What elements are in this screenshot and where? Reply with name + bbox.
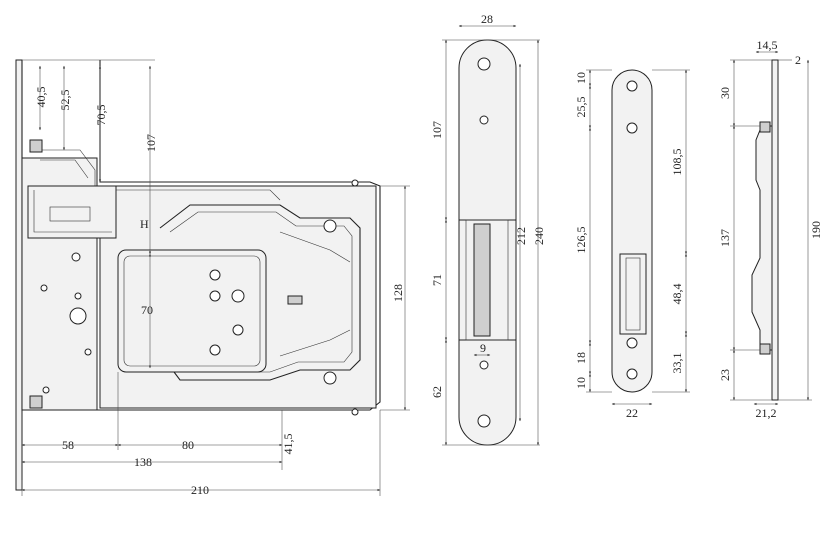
dim-48-4: 48,4	[670, 284, 684, 305]
screw-hole	[209, 344, 221, 356]
follower-hole	[69, 307, 87, 325]
dim-18: 18	[574, 352, 588, 364]
dim-9: 9	[480, 341, 486, 355]
screw-hole	[232, 324, 244, 336]
dim-128: 128	[391, 284, 405, 302]
dim-210: 210	[191, 483, 209, 497]
screw-hole	[231, 289, 245, 303]
screw-hole	[626, 122, 638, 134]
screw-hole	[479, 360, 489, 370]
dim-10-bottom: 10	[574, 377, 588, 389]
profile-body	[751, 125, 773, 351]
profile-view: 14,5 2 30 137 23 190 21,2	[718, 38, 823, 420]
dim-71: 71	[430, 274, 444, 286]
latch-tab	[29, 395, 43, 409]
dim-107: 107	[430, 121, 444, 139]
profile-plate	[771, 59, 779, 401]
screw-hole	[323, 219, 337, 233]
screw-hole	[477, 57, 491, 71]
screw-hole	[351, 179, 359, 187]
dim-108-5: 108,5	[670, 149, 684, 176]
dim-107: 107	[144, 134, 158, 152]
dim-138: 138	[134, 455, 152, 469]
dim-190: 190	[809, 221, 823, 239]
side-view: H 40,5 52,5 70,5 107 70 128 58 80	[15, 59, 410, 497]
dim-52-5: 52,5	[58, 90, 72, 111]
dim-23: 23	[718, 369, 732, 381]
faceplate-view: 28 107 71 62 212 240 9	[430, 12, 546, 446]
screw-hole	[626, 80, 638, 92]
dim-58: 58	[62, 438, 74, 452]
dim-33-1: 33,1	[670, 353, 684, 374]
screw-hole	[626, 368, 638, 380]
dim-2: 2	[795, 53, 801, 67]
cam-mechanism	[117, 204, 361, 381]
latch-bolt	[473, 223, 491, 337]
marker-h: H	[140, 217, 149, 231]
screw-hole	[323, 371, 337, 385]
latch-plate	[117, 249, 267, 373]
dim-30: 30	[718, 87, 732, 99]
side-dimensions	[21, 59, 410, 496]
screw-hole	[479, 115, 489, 125]
side-faceplate	[15, 59, 23, 491]
dim-62: 62	[430, 386, 444, 398]
dim-40-5: 40,5	[34, 87, 48, 108]
screw-hole	[209, 290, 221, 302]
dim-137: 137	[718, 229, 732, 247]
screw-hole	[626, 337, 638, 349]
dim-25-5: 25,5	[574, 97, 588, 118]
screw-hole	[74, 292, 82, 300]
screw-hole	[42, 386, 50, 394]
dim-70: 70	[141, 303, 153, 317]
dim-126-5: 126,5	[574, 227, 588, 254]
latch-tab	[29, 139, 43, 153]
faceplate-dimensions	[442, 24, 540, 446]
screw-hole	[40, 284, 48, 292]
dim-21-2: 21,2	[756, 406, 777, 420]
profile-dimensions	[730, 50, 812, 406]
dim-41-5: 41,5	[281, 434, 295, 455]
screw-hole	[477, 414, 491, 428]
screw-hole	[71, 252, 81, 262]
strike-opening	[619, 253, 647, 335]
screw-hole	[84, 348, 92, 356]
dim-80: 80	[182, 438, 194, 452]
dim-10-top: 10	[574, 72, 588, 84]
screw-hole	[209, 269, 221, 281]
dim-240: 240	[532, 227, 546, 245]
strike-dimensions	[586, 69, 690, 406]
dim-22: 22	[626, 406, 638, 420]
dim-14-5: 14,5	[757, 38, 778, 52]
dim-28: 28	[481, 12, 493, 26]
strike-view: 10 25,5 126,5 18 10 108,5 48,4 33,1 22	[574, 69, 690, 420]
dim-212: 212	[514, 227, 528, 245]
dim-70-5: 70,5	[94, 105, 108, 126]
screw-hole	[351, 408, 359, 416]
